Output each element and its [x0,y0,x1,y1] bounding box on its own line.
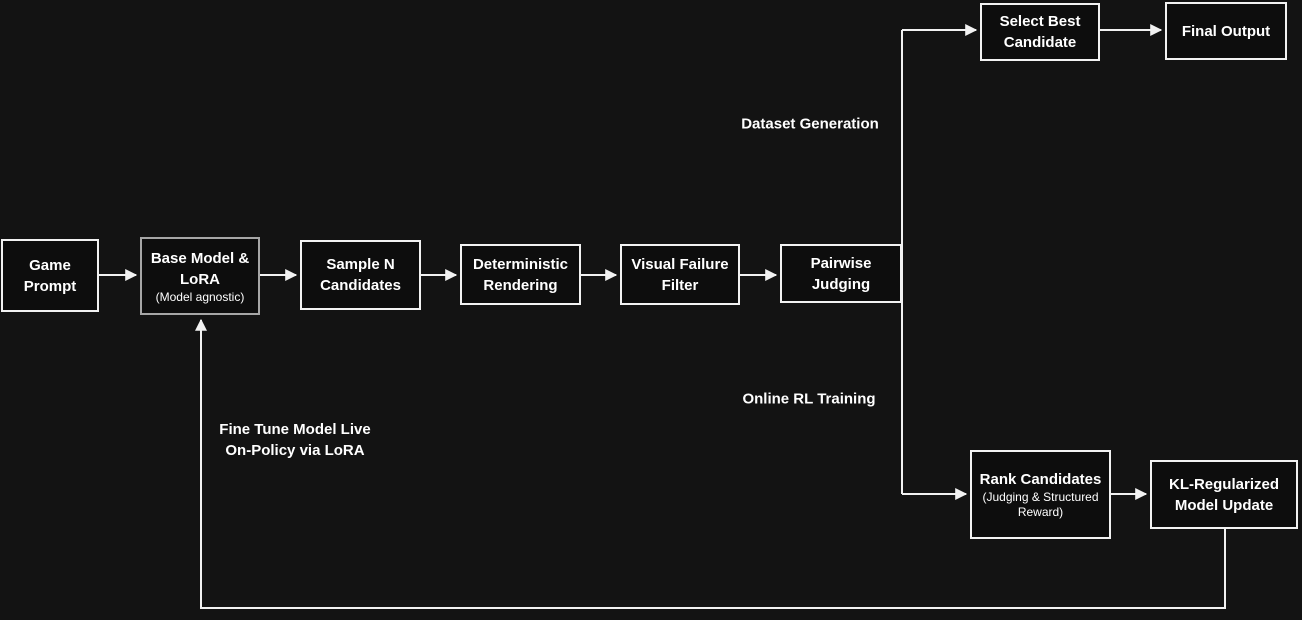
node-rank-subtitle: (Judging & Structured Reward) [982,490,1099,519]
node-base-model-subtitle: (Model agnostic) [155,289,245,304]
node-rank-candidates: Rank Candidates (Judging & Structured Re… [970,450,1111,539]
label-fine-tune-line1: Fine Tune Model Live [219,421,371,438]
node-pairwise-line2: Judging [811,275,871,293]
node-base-model-line1: Base Model & [150,249,250,267]
node-visual-failure-filter: Visual Failure Filter [620,244,740,305]
node-visualfilter-line2: Filter [661,276,699,294]
node-game-prompt: Game Prompt [1,239,99,312]
node-sample-n-candidates: Sample N Candidates [300,240,421,310]
node-klupdate-line1: KL-Regularized [1168,475,1279,493]
node-base-model-lora: Base Model & LoRA (Model agnostic) [140,237,260,315]
node-pairwise-judging: Pairwise Judging [780,244,902,303]
feedback-loop-kl-to-basemodel [195,318,1226,609]
node-sample-line2: Candidates [320,277,401,294]
node-finaloutput-line1: Final Output [1181,22,1271,40]
label-fine-tune-line2: On-Policy via LoRA [225,442,365,459]
node-kl-regularized-model-update: KL-Regularized Model Update [1150,460,1298,529]
node-deterministic-line1: Deterministic [472,255,569,273]
label-dataset-generation: Dataset Generation [741,115,879,133]
node-rank-line1: Rank Candidates [979,471,1102,488]
node-selectbest-line2: Candidate [1003,34,1077,51]
node-select-best-candidate: Select Best Candidate [980,3,1100,61]
node-final-output: Final Output [1165,2,1287,60]
node-pairwise-line1: Pairwise [810,254,872,272]
label-online-rl-training: Online RL Training [742,390,876,408]
node-deterministic-line2: Rendering [483,276,558,294]
node-deterministic-rendering: Deterministic Rendering [460,244,581,305]
node-base-model-line2: LoRA [180,270,220,288]
node-game-prompt-line2: Prompt [23,277,77,295]
label-fine-tune-loop: Fine Tune Model Live On-Policy via LoRA [219,419,370,461]
node-sample-line1: Sample N [326,256,395,273]
node-game-prompt-line1: Game [29,256,71,274]
node-visualfilter-line1: Visual Failure [631,255,729,273]
node-klupdate-line2: Model Update [1174,496,1274,514]
node-selectbest-line1: Select Best [999,13,1081,30]
